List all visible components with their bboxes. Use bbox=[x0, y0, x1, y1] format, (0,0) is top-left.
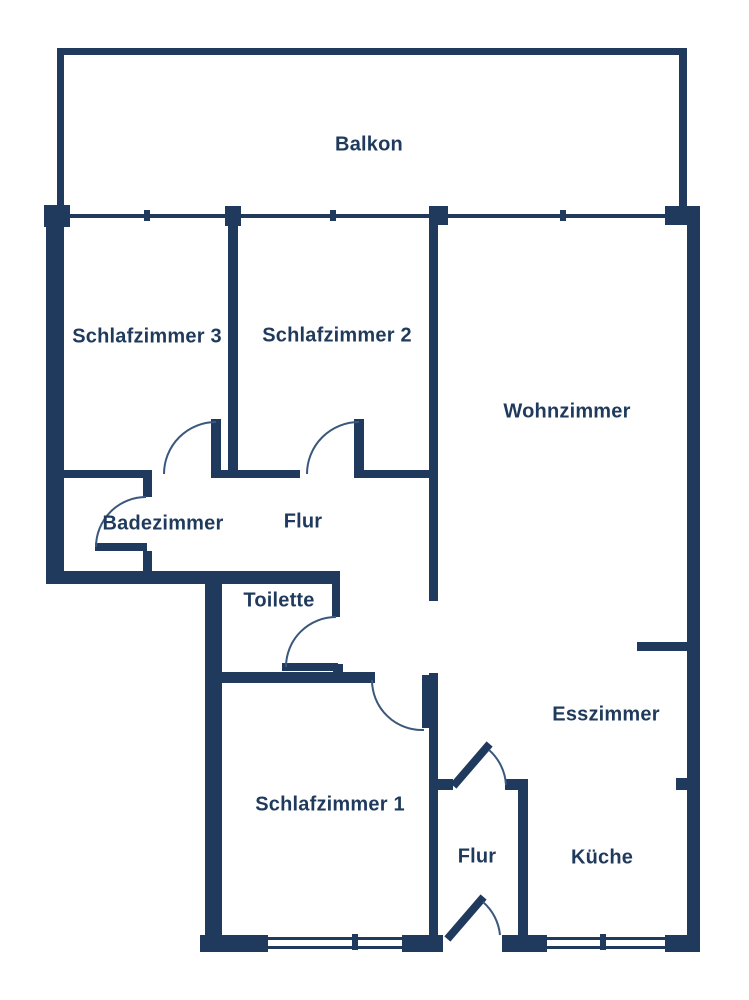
door-leaves bbox=[95, 419, 493, 942]
wall-toilette-bottom bbox=[205, 672, 375, 683]
schlafzimmer3-door-arc bbox=[163, 421, 217, 475]
wall-stub-esszimmer-kueche bbox=[676, 778, 687, 790]
room-label-schlafzimmer1: Schlafzimmer 1 bbox=[255, 793, 405, 816]
window-tick bbox=[560, 210, 566, 221]
window-schlafzimmer1 bbox=[268, 946, 402, 949]
wall-kueche-west bbox=[518, 790, 528, 952]
badezimmer-door-leaf bbox=[95, 543, 147, 551]
schlafzimmer2-door-arc bbox=[306, 421, 360, 475]
outer-walls bbox=[46, 206, 700, 952]
outer-wall-left-lower bbox=[205, 578, 222, 952]
room-label-esszimmer: Esszimmer bbox=[552, 703, 660, 726]
outer-wall-badezimmer-bottom bbox=[46, 571, 340, 584]
wall-badezimmer-east bbox=[143, 470, 152, 497]
wall-seg bbox=[221, 470, 300, 478]
wall-seg bbox=[505, 779, 528, 790]
balcony-wall-top bbox=[57, 48, 684, 55]
balcony-wall-right bbox=[679, 48, 687, 212]
window-wohnzimmer bbox=[448, 214, 665, 218]
room-label-flur-oben: Flur bbox=[283, 510, 323, 533]
window-tick bbox=[600, 934, 606, 950]
wall-badezimmer-top bbox=[64, 470, 150, 478]
wall-stub-wohnzimmer-esszimmer bbox=[637, 642, 687, 651]
esszimmer-door-arc bbox=[488, 749, 507, 786]
wall-schlafzimmer1-east bbox=[429, 673, 438, 952]
schlafzimmer2-door-leaf bbox=[354, 419, 364, 478]
wall-seg bbox=[364, 470, 438, 478]
wall-schlafzimmer3-2 bbox=[228, 212, 238, 478]
interior-walls bbox=[64, 212, 687, 952]
schlafzimmer3-door-leaf bbox=[211, 419, 221, 478]
schlafzimmer1-door-arc bbox=[371, 679, 425, 732]
facade-bottom bbox=[200, 934, 700, 952]
room-label-balkon: Balkon bbox=[335, 133, 403, 156]
door-arcs bbox=[95, 421, 507, 936]
balcony-wall-left bbox=[57, 48, 64, 212]
room-label-flur-unten: Flur bbox=[457, 845, 497, 868]
window-tick bbox=[330, 210, 336, 221]
room-label-kueche: Küche bbox=[570, 846, 634, 869]
wall-toilette-east bbox=[332, 573, 340, 617]
wall-block bbox=[200, 935, 268, 952]
balcony-walls bbox=[57, 48, 687, 212]
room-label-toilette: Toilette bbox=[243, 589, 315, 612]
badezimmer-door-arc bbox=[95, 496, 147, 548]
toilette-door-arc bbox=[285, 616, 337, 668]
window-tick bbox=[352, 934, 358, 950]
room-label-schlafzimmer3: Schlafzimmer 3 bbox=[72, 325, 222, 348]
room-label-wohnzimmer: Wohnzimmer bbox=[503, 400, 631, 423]
room-label-badezimmer: Badezimmer bbox=[102, 512, 224, 535]
esszimmer-door-leaf bbox=[450, 741, 493, 789]
wall-block bbox=[665, 935, 700, 952]
room-label-schlafzimmer2: Schlafzimmer 2 bbox=[262, 324, 412, 347]
toilette-door-leaf bbox=[282, 663, 338, 671]
window-tick bbox=[144, 210, 150, 221]
wall-seg bbox=[438, 779, 453, 790]
outer-wall-right bbox=[687, 206, 700, 952]
outer-wall-left-upper bbox=[46, 207, 64, 583]
window-schlafzimmer1 bbox=[268, 937, 402, 940]
entrance-door-arc bbox=[482, 901, 501, 936]
entrance-door-leaf bbox=[444, 894, 487, 942]
wall-badezimmer-east bbox=[143, 551, 152, 573]
wall-wohnzimmer-west bbox=[429, 212, 438, 601]
schlafzimmer1-door-leaf bbox=[422, 675, 431, 728]
facade-south-windows bbox=[44, 205, 700, 227]
